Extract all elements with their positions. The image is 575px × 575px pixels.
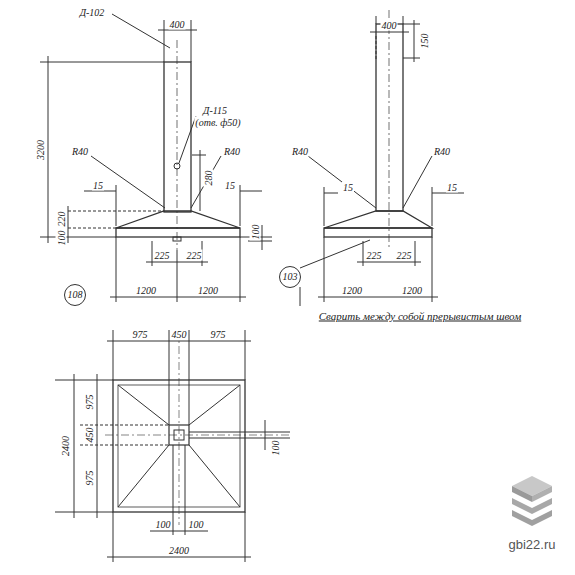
dimension: 225 bbox=[154, 250, 171, 261]
dimension: 450 bbox=[171, 329, 188, 340]
dimension: 225 bbox=[186, 250, 203, 261]
dimension: 100 bbox=[56, 230, 67, 247]
dimension: 975 bbox=[84, 394, 95, 411]
dimension: 100 bbox=[188, 519, 205, 530]
dimension: 450 bbox=[84, 427, 95, 444]
dimension: 100 bbox=[155, 519, 172, 530]
callout-number: 108 bbox=[64, 284, 86, 306]
dimension: 1200 bbox=[401, 285, 423, 296]
callout-number: 103 bbox=[279, 266, 301, 288]
dimension: 2400 bbox=[60, 435, 71, 457]
radius: R40 bbox=[223, 146, 241, 157]
weld-note: Сварить между собой прерывистым швом bbox=[318, 311, 522, 322]
dimension: 15 bbox=[342, 182, 354, 193]
hole-note: (отв. ф50) bbox=[194, 117, 241, 128]
watermark-icon bbox=[512, 476, 552, 526]
dimension: 1200 bbox=[197, 285, 219, 296]
dimension: 400 bbox=[169, 19, 186, 30]
dimension: 400 bbox=[381, 20, 398, 31]
dimension: 1200 bbox=[341, 285, 363, 296]
dimension: 100 bbox=[250, 224, 261, 241]
dimension: 150 bbox=[419, 33, 430, 50]
dimension: 975 bbox=[210, 329, 227, 340]
dimension: 220 bbox=[56, 211, 67, 228]
dimension: 15 bbox=[224, 180, 236, 191]
dimension: 2400 bbox=[168, 545, 190, 556]
dimension: 225 bbox=[396, 250, 413, 261]
dimension: 975 bbox=[84, 470, 95, 487]
radius: R40 bbox=[433, 146, 451, 157]
radius: R40 bbox=[71, 146, 89, 157]
dimension: 3200 bbox=[35, 139, 46, 161]
dimension: 15 bbox=[446, 182, 458, 193]
radius: R40 bbox=[291, 146, 309, 157]
part-name: Д-115 bbox=[202, 105, 228, 116]
dimension: 100 bbox=[270, 440, 281, 457]
dimension: 225 bbox=[366, 250, 383, 261]
dimension: 975 bbox=[132, 329, 149, 340]
part-name: Д-102 bbox=[79, 7, 106, 18]
dimension: 280 bbox=[203, 170, 214, 187]
dimension: 1200 bbox=[135, 285, 157, 296]
dimension: 15 bbox=[92, 180, 104, 191]
watermark: gbi22.ru bbox=[508, 539, 557, 550]
